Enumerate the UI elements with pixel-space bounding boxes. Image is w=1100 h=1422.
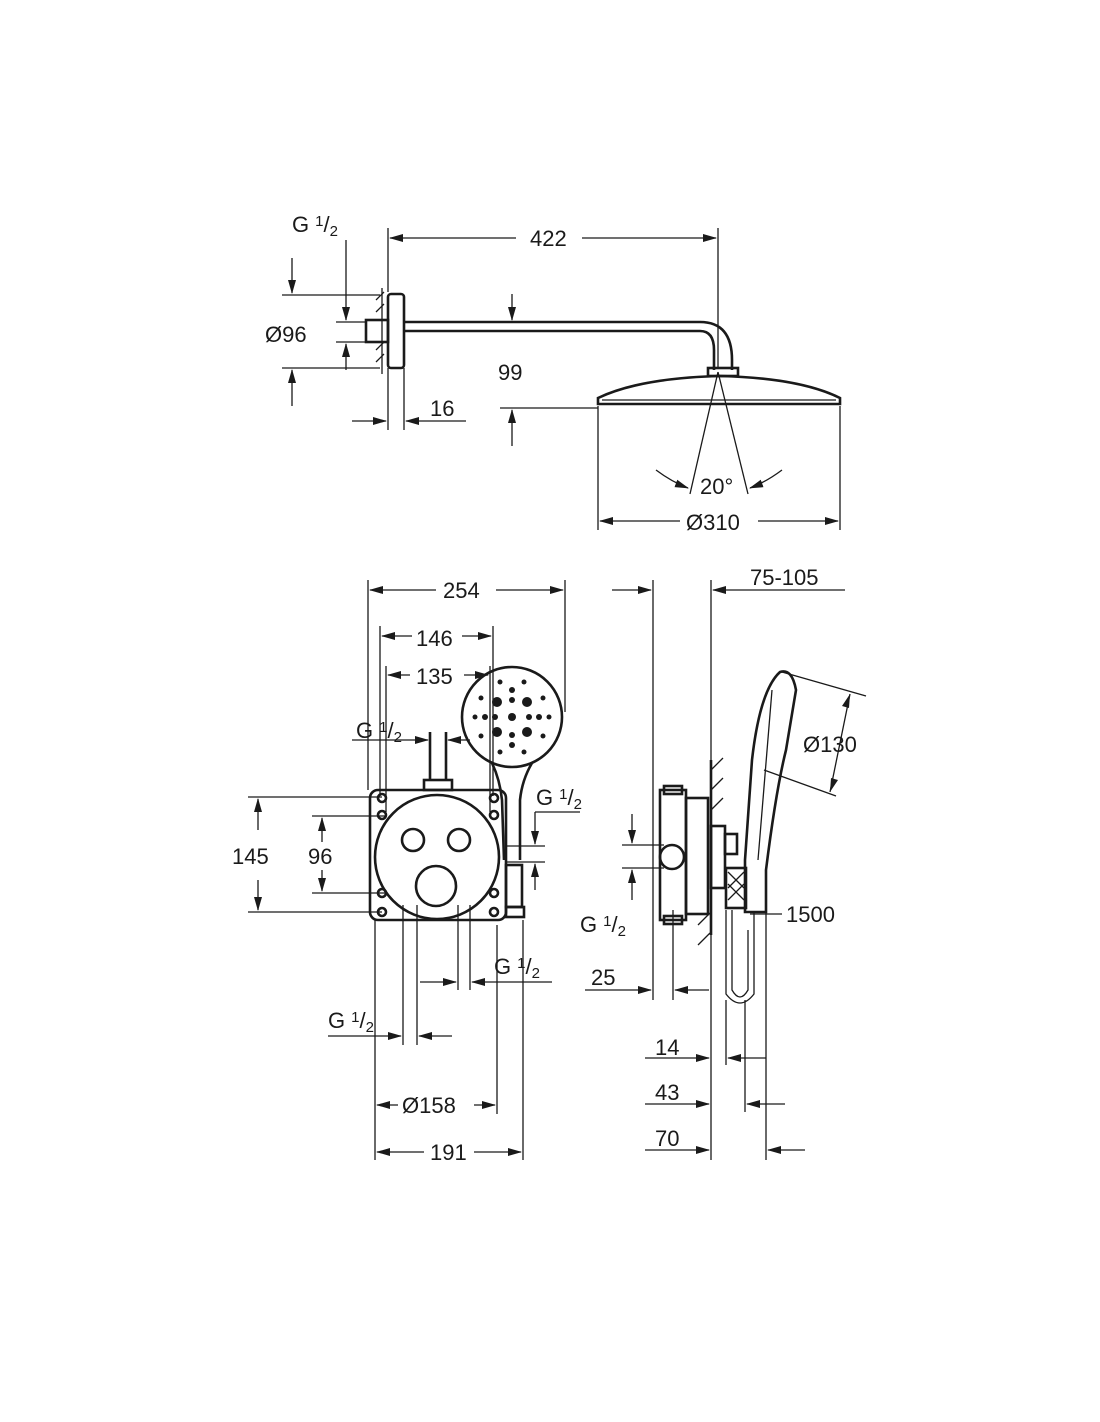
dim-overall-191: 191 <box>430 1140 467 1165</box>
dim-depth-14: 14 <box>655 1035 679 1060</box>
button-right <box>446 827 472 853</box>
trim-plate <box>373 793 501 921</box>
dim-overall-width: 254 <box>443 578 480 603</box>
dim-tilt-angle: 20° <box>700 474 733 499</box>
wall-connector <box>724 866 748 910</box>
dim-width-146: 146 <box>416 626 453 651</box>
hand-shower-front <box>460 665 564 861</box>
dim-flange-diameter: Ø96 <box>265 322 307 347</box>
dim-hand-shower-diameter: Ø130 <box>803 732 857 757</box>
dim-depth-43: 43 <box>655 1080 679 1105</box>
dim-depth-70: 70 <box>655 1126 679 1151</box>
dim-plate-diameter: Ø158 <box>402 1093 456 1118</box>
dim-head-diameter: Ø310 <box>686 510 740 535</box>
wall-flange <box>364 288 406 374</box>
dim-width-135: 135 <box>416 664 453 689</box>
button-left <box>400 827 426 853</box>
dim-box-height: 145 <box>232 844 269 869</box>
dim-wall-depth-range: 75-105 <box>750 565 819 590</box>
dim-arm-length: 422 <box>530 226 567 251</box>
hand-shower-side <box>743 670 798 914</box>
shower-arm <box>404 320 734 370</box>
dim-depth-25: 25 <box>591 965 615 990</box>
mounting-box <box>368 788 508 922</box>
hose <box>725 910 755 1004</box>
thermostat-knob <box>414 864 458 908</box>
dim-drop: 99 <box>498 360 522 385</box>
dim-flange-depth: 16 <box>430 396 454 421</box>
valve-body <box>658 843 686 871</box>
dim-hose-length: 1500 <box>786 902 835 927</box>
head-shower <box>596 366 842 406</box>
dim-inner-height: 96 <box>308 844 332 869</box>
